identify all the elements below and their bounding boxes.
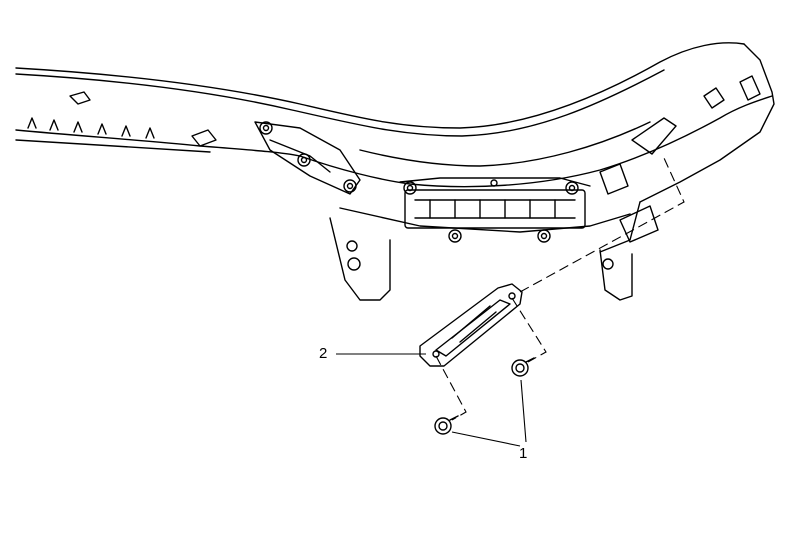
callout-leaders: [336, 353, 527, 447]
bracket-part-2: [419, 283, 523, 367]
callout-label-2: 2: [319, 345, 328, 362]
callout-label-1: 1: [519, 445, 528, 462]
assembly-guide-lines: [435, 157, 685, 421]
fastener-part-1: [434, 357, 535, 435]
instrument-panel-carrier: [15, 42, 775, 301]
carrier-mounting-bosses: [259, 121, 614, 271]
